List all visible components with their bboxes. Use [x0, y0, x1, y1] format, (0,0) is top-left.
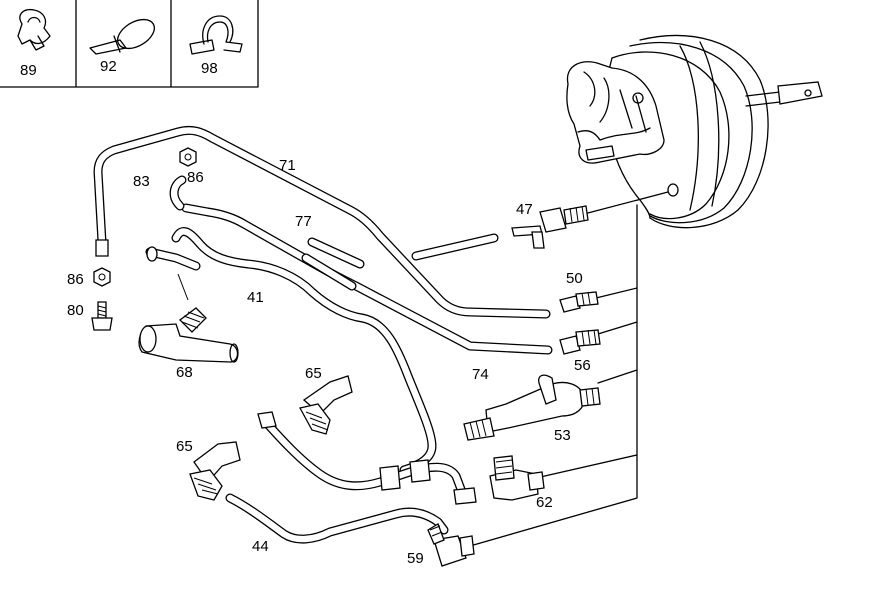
vacuum-feed-line [469, 191, 669, 547]
callout-77: 77 [295, 213, 312, 230]
callout-80: 80 [67, 302, 84, 319]
legend-panel: 89 92 98 [0, 0, 259, 88]
callout-86-lower: 86 [67, 271, 84, 288]
tee-fitting-47 [511, 205, 589, 249]
callout-47: 47 [516, 201, 533, 218]
hose-clamp-icon [189, 15, 243, 55]
callout-65-lower: 65 [176, 438, 193, 455]
callout-86-upper: 86 [187, 169, 204, 186]
callout-labels: 71 83 86 77 47 86 41 50 80 56 68 74 65 5… [67, 157, 591, 567]
callout-41: 41 [247, 289, 264, 306]
callout-44: 44 [252, 538, 269, 555]
callout-71: 71 [279, 157, 296, 174]
legend-number-98: 98 [201, 60, 218, 77]
pipe-77 [301, 233, 499, 291]
callout-65-upper: 65 [305, 365, 322, 382]
pipe-71 [93, 125, 551, 319]
callout-53: 53 [554, 427, 571, 444]
callout-68: 68 [176, 364, 193, 381]
brake-booster [566, 34, 823, 229]
cable-tie-icon [89, 18, 155, 55]
callout-50: 50 [566, 270, 583, 287]
elbow-65-upper [299, 375, 353, 435]
connector-59 [427, 523, 475, 567]
connector-56 [559, 329, 601, 355]
callout-83: 83 [133, 173, 150, 190]
hose-lower-junction [257, 411, 477, 505]
check-valve-53 [463, 374, 601, 441]
pipe-44 [225, 493, 449, 544]
callout-59: 59 [407, 550, 424, 567]
screw-80 [91, 301, 113, 331]
legend-number-89: 89 [20, 62, 37, 79]
fitting-83 [145, 246, 201, 301]
callout-56: 56 [574, 357, 591, 374]
check-valve-68 [138, 307, 239, 363]
pipe-41 [171, 227, 437, 475]
angle-fitting-62 [489, 455, 545, 501]
legend-number-92: 92 [100, 58, 117, 75]
callout-74: 74 [472, 366, 489, 383]
elbow-65-lower [189, 441, 241, 501]
clip-icon [17, 8, 51, 51]
connector-50 [559, 291, 599, 313]
nut-86-upper [179, 147, 197, 167]
callout-62: 62 [536, 494, 553, 511]
nut-86-lower [93, 267, 111, 287]
